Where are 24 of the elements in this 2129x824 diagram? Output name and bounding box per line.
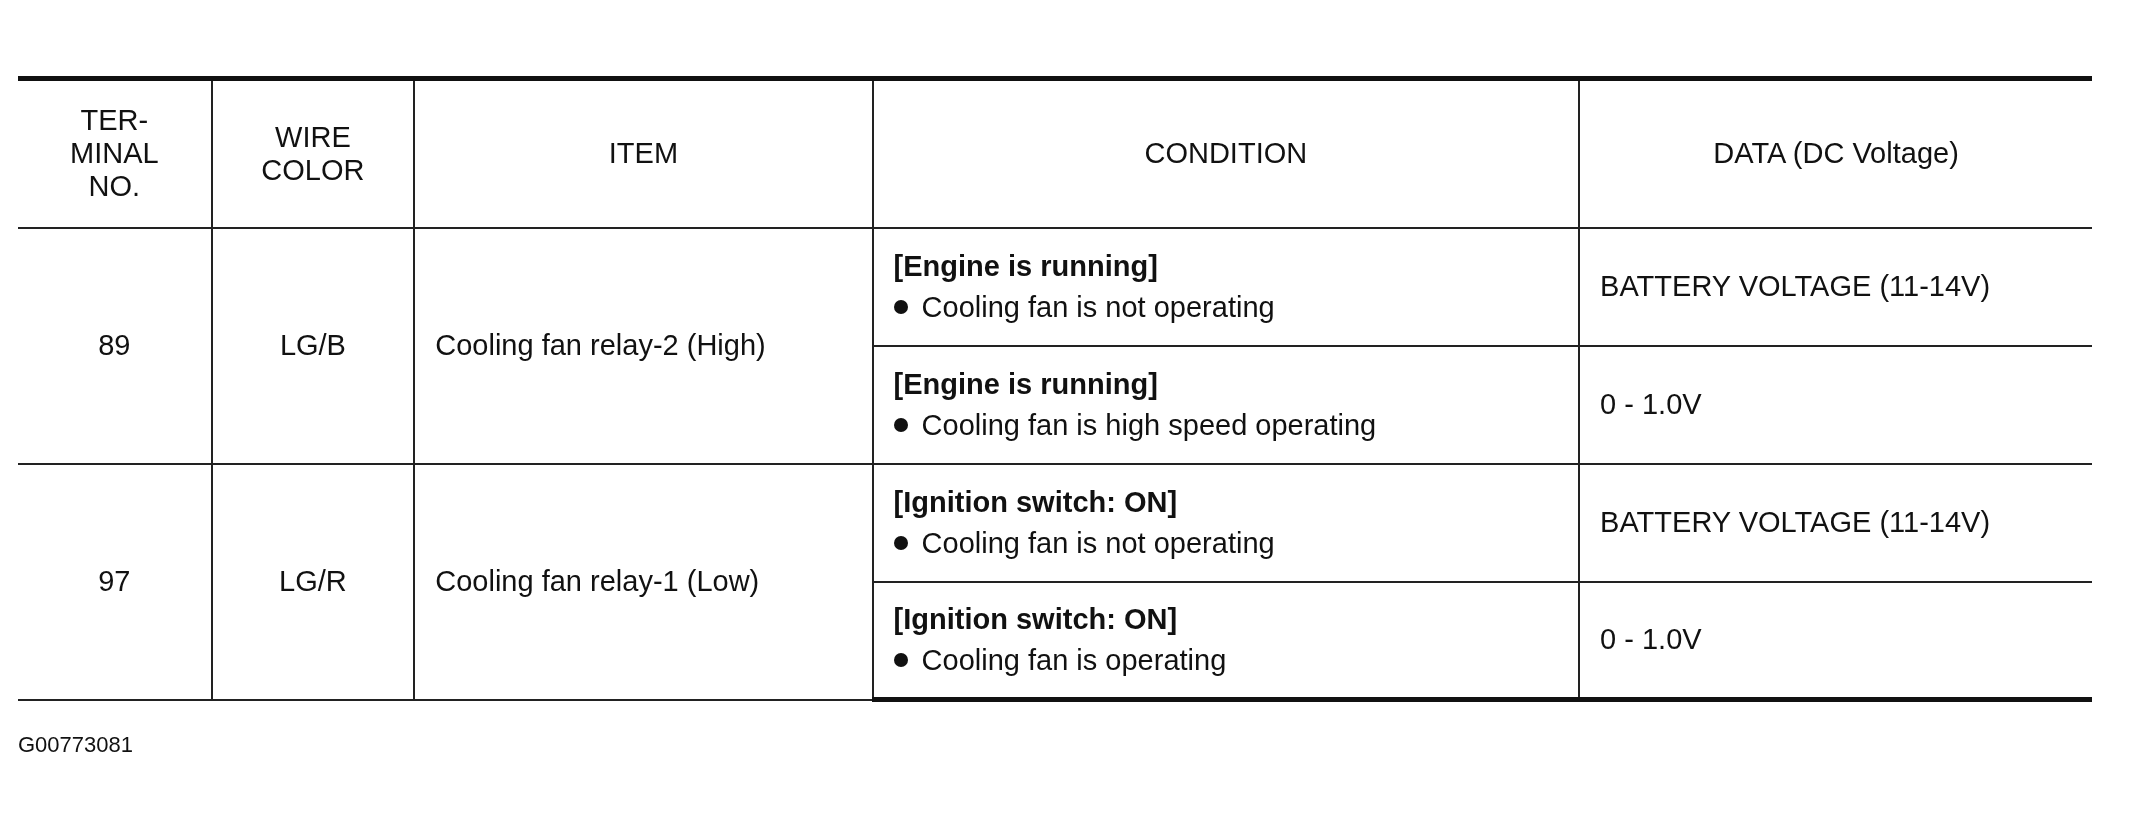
item-name: Cooling fan relay-2 (High) [435, 329, 766, 361]
voltage-value: 0 - 1.0V [1600, 623, 1702, 656]
condition-heading: [Engine is running] [893, 249, 1159, 283]
terminal-number: 89 [98, 329, 131, 361]
condition-text: Cooling fan is not operating [921, 290, 1275, 324]
condition-heading: [Ignition switch: ON] [893, 485, 1179, 519]
column-header: ITEM [608, 137, 679, 170]
column-header: CONDITION [1144, 137, 1308, 170]
condition-text: Cooling fan is high speed operating [921, 408, 1377, 442]
condition-heading: [Engine is running] [893, 367, 1159, 401]
condition-heading: [Ignition switch: ON] [893, 602, 1179, 636]
voltage-value: BATTERY VOLTAGE (11-14V) [1600, 506, 1991, 538]
wire-color: LG/B [279, 329, 346, 361]
condition-text: Cooling fan is not operating [921, 526, 1275, 560]
item-name: Cooling fan relay-1 (Low) [435, 565, 760, 597]
terminal-number: 97 [98, 565, 131, 597]
voltage-value: BATTERY VOLTAGE (11-14V) [1600, 270, 1991, 302]
wire-color: LG/R [279, 565, 347, 597]
figure-code: G00773081 [18, 732, 133, 758]
voltage-value: 0 - 1.0V [1600, 388, 1702, 420]
column-header: TER- MINAL NO. [69, 104, 159, 203]
column-header: DATA (DC Voltage) [1713, 137, 1959, 170]
column-header: WIRE COLOR [261, 120, 365, 186]
condition-text: Cooling fan is operating [921, 643, 1227, 677]
